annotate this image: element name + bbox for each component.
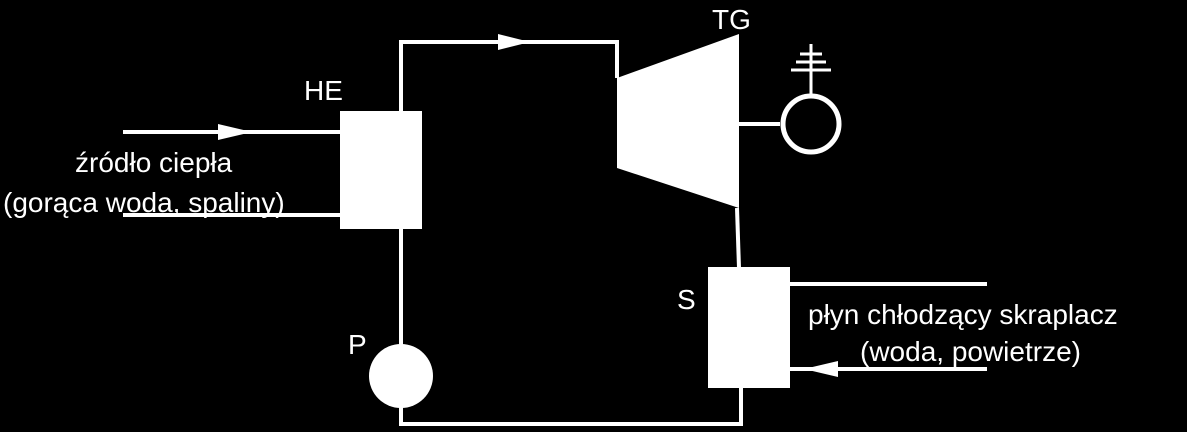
- heat-source-label-line1: źródło ciepła: [75, 147, 233, 178]
- antenna-icon: [791, 44, 831, 96]
- condenser-box: [708, 267, 790, 388]
- label-tg: TG: [712, 4, 751, 35]
- coolant-label-line2: (woda, powietrze): [860, 336, 1081, 367]
- pipe-turbine-to-condenser: [735, 207, 741, 269]
- label-s: S: [677, 284, 696, 315]
- turbine-shape: [617, 34, 739, 208]
- flow-arrow-top: [498, 34, 530, 50]
- label-he: HE: [304, 75, 343, 106]
- coolant-label-line1: płyn chłodzący skraplacz: [808, 299, 1118, 330]
- heat-source-label-line2: (gorąca woda, spaliny): [3, 187, 285, 218]
- pump-icon: [369, 344, 433, 408]
- pipe-pump-to-condenser: [399, 388, 743, 426]
- coolant-arrow: [804, 361, 838, 377]
- label-p: P: [348, 329, 367, 360]
- heat-source-arrow: [218, 124, 252, 140]
- heat-exchanger-box: [340, 111, 422, 229]
